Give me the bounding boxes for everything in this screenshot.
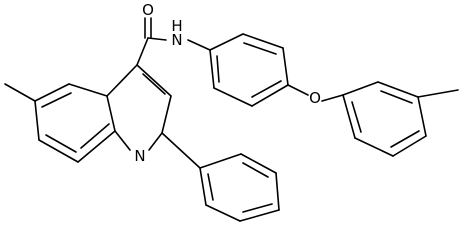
nitrogen-ring-label: N xyxy=(134,147,145,165)
nitrogen-amide-label: N xyxy=(171,31,182,49)
atom-labels: O N H N O xyxy=(134,1,321,165)
oxygen-carbonyl-label: O xyxy=(142,1,154,19)
molecule-structure: O N H N O xyxy=(4,1,459,222)
bond-lines xyxy=(4,17,459,222)
oxygen-ether-label: O xyxy=(309,89,321,107)
hydrogen-amide-label: H xyxy=(171,17,182,35)
